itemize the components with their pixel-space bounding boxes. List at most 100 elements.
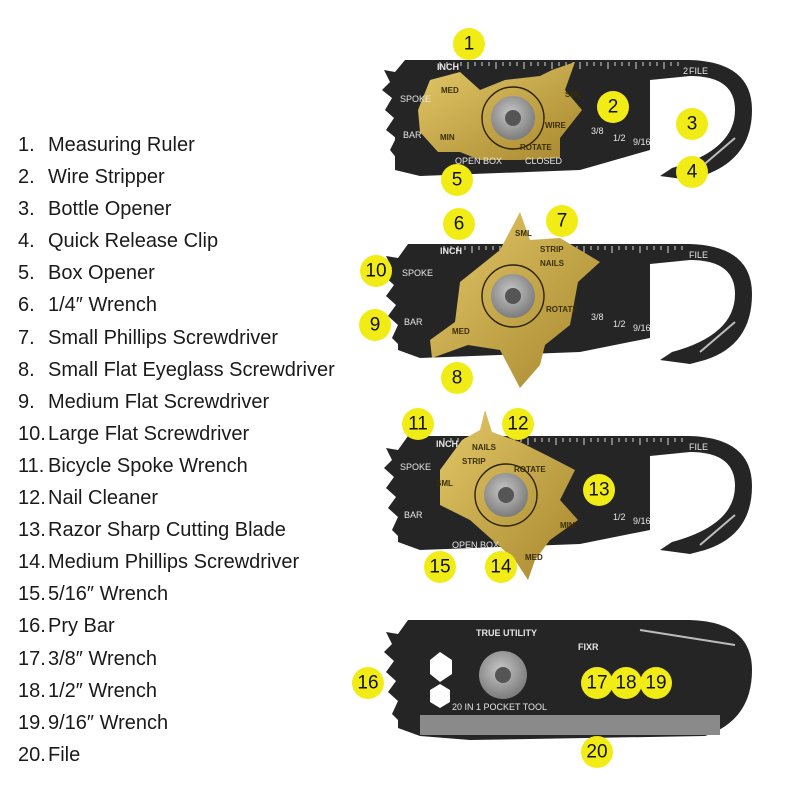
legend-number: 9.: [18, 390, 35, 413]
callout-1: 1: [453, 28, 485, 60]
callout-17: 17: [581, 667, 613, 699]
legend-item: 1.Measuring Ruler: [18, 129, 335, 161]
nails-label: NAILS: [540, 259, 565, 268]
callout-6: 6: [443, 208, 475, 240]
legend-text: Bottle Opener: [48, 198, 172, 221]
legend-number: 3.: [18, 198, 35, 221]
tool-body: [398, 620, 752, 740]
tool-view-3: INCH FILE NAILS STRIP SML ROTATE MIN MED…: [384, 410, 752, 580]
svg-text:7: 7: [557, 211, 568, 232]
legend-text: 5/16″ Wrench: [48, 583, 169, 606]
legend-item: 8.Small Flat Eyeglass Screwdriver: [18, 354, 335, 386]
legend-text: Box Opener: [48, 262, 155, 285]
callout-11: 11: [402, 408, 434, 440]
callout-16: 16: [352, 667, 384, 699]
svg-text:10: 10: [365, 261, 386, 282]
svg-text:20: 20: [586, 742, 607, 763]
rotate-label: ROTATE: [514, 465, 546, 474]
bar-label: BAR: [404, 510, 423, 520]
frac-label: 1/2: [613, 512, 626, 522]
rotate-arrow: [481, 264, 545, 328]
legend-number: 17.: [18, 647, 46, 670]
legend-text: 3/8″ Wrench: [48, 647, 157, 670]
sml-label: SML: [436, 479, 453, 488]
pry-teeth: [384, 448, 400, 542]
frac-label: 1/2: [613, 319, 626, 329]
brand-label: TRUE UTILITY: [476, 628, 537, 638]
svg-text:13: 13: [588, 480, 609, 501]
legend-item: 7. Small Phillips Screwdriver: [18, 322, 335, 354]
legend-item: 14.Medium Phillips Screwdriver: [18, 546, 335, 578]
pry-teeth: [382, 70, 398, 170]
legend-text: Small Phillips Screwdriver: [48, 326, 279, 349]
callout-19: 19: [640, 667, 672, 699]
frac-label: 1/2: [613, 133, 626, 143]
legend-list: 1.Measuring Ruler 2. Wire Stripper 3. Bottle…: [18, 129, 335, 771]
callout-3: 3: [676, 108, 708, 140]
callout-2: 2: [597, 91, 629, 123]
callout-5: 5: [441, 164, 473, 196]
legend-text: Quick Release Clip: [48, 230, 219, 253]
callout-10: 10: [360, 255, 392, 287]
hex-wrench-hole: [430, 684, 450, 708]
svg-text:4: 4: [687, 162, 698, 183]
legend-item: 17.3/8″ Wrench: [18, 643, 335, 675]
pry-teeth: [384, 632, 400, 728]
sml-label: SML: [565, 90, 582, 99]
inch-label: INCH: [437, 62, 459, 72]
rotate-label: ROTATE: [546, 305, 578, 314]
legend-text: Pry Bar: [48, 615, 115, 638]
legend-number: 15.: [18, 583, 46, 606]
legend-text: Nail Cleaner: [48, 487, 159, 510]
bar-label: BAR: [404, 317, 423, 327]
legend-item: 18.1/2″ Wrench: [18, 675, 335, 707]
open-box-label: OPEN BOX: [452, 540, 499, 550]
legend-text: Large Flat Screwdriver: [48, 422, 250, 445]
callout-15: 15: [424, 551, 456, 583]
callout-8: 8: [441, 362, 473, 394]
legend-text: Razor Sharp Cutting Blade: [48, 519, 286, 542]
open-box-label: OPEN BOX: [455, 156, 502, 166]
legend-text: Medium Phillips Screwdriver: [48, 551, 300, 574]
legend-item: 2. Wire Stripper: [18, 161, 335, 193]
frac-label: 9/16: [633, 137, 651, 147]
legend-item: 11.Bicycle Spoke Wrench: [18, 450, 335, 482]
legend-item: 15.5/16″ Wrench: [18, 578, 335, 610]
svg-text:14: 14: [490, 557, 512, 578]
file-blade: [420, 715, 720, 735]
legend-item: 16.Pry Bar: [18, 610, 335, 642]
quick-release-clip: [699, 137, 736, 169]
rotate-label: ROTATE: [520, 143, 552, 152]
tool-view-1: INCH FILE 2 MED MIN SML WIRE ROTATE SPOK…: [382, 60, 752, 180]
legend-number: 7.: [18, 326, 35, 349]
legend-number: 5.: [18, 262, 35, 285]
callouts: 1 2 3 4 5 6 7 8 9 10 11 12 13 14 15 16 1…: [352, 28, 708, 768]
rotate-arrow: [474, 463, 538, 527]
svg-text:2: 2: [608, 97, 619, 118]
legend-text: Wire Stripper: [48, 166, 165, 189]
legend-number: 13.: [18, 519, 46, 542]
torx-screw-icon: [505, 110, 521, 126]
svg-text:16: 16: [357, 673, 378, 694]
legend-number: 19.: [18, 711, 46, 734]
legend-number: 18.: [18, 679, 46, 702]
callout-4: 4: [676, 156, 708, 188]
callout-12: 12: [502, 408, 534, 440]
legend-number: 12.: [18, 487, 46, 510]
legend-number: 1.: [18, 134, 35, 156]
legend-item: 12.Nail Cleaner: [18, 482, 335, 514]
model-label: FIXR: [578, 642, 599, 652]
frac-label: 9/16: [633, 323, 651, 333]
file-label: FILE: [689, 250, 708, 260]
legend-item: 4.Quick Release Clip: [18, 225, 335, 257]
legend-text: Small Flat Eyeglass Screwdriver: [48, 358, 335, 381]
legend-number: 2.: [18, 166, 35, 189]
file-label: FILE: [689, 66, 708, 76]
svg-text:1: 1: [464, 34, 475, 55]
legend-number: 11.: [18, 454, 45, 477]
callout-20: 20: [581, 736, 613, 768]
legend-number: 14.: [18, 551, 46, 574]
ruler-mark-2: 2: [683, 66, 688, 76]
med-label: MED: [441, 86, 459, 95]
